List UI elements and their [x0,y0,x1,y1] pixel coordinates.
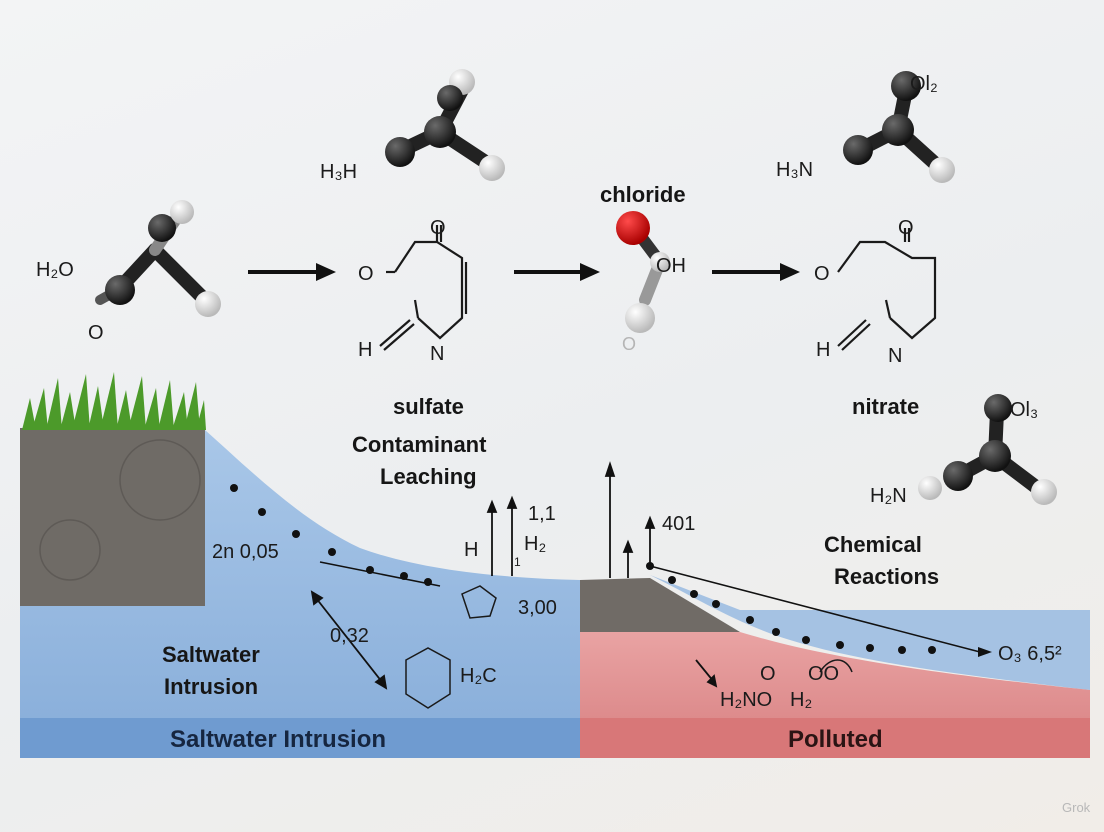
reaction-arrow [248,263,336,281]
carbon-atom [105,275,135,305]
carbon-atom [437,85,463,111]
molecule-label: Ol₂ [910,73,938,95]
atom-label: O [430,217,446,239]
chemical-label: Chemical [824,532,922,557]
molecule-h3h: H₃H [320,69,505,183]
molecule-label: O [622,334,636,354]
atom-label: N [888,345,902,367]
carbon-atom [891,71,921,101]
atom-label: H [816,339,830,361]
molecule-ol2: Ol₂ H₃N [776,71,955,183]
nitrate-label: nitrate [852,394,919,419]
hydrogen-atom [625,303,655,333]
carbon-atom [984,394,1012,422]
reactions-label: Reactions [834,564,939,589]
carbon-atom [148,214,176,242]
carbon-atom [882,114,914,146]
diffusion-arrow [310,590,718,690]
flow-path-left [230,484,441,587]
carbon-atom [843,135,873,165]
saltwater-label: Saltwater [162,642,260,667]
sulfate-label: sulfate [393,394,464,419]
annotation: OO [808,663,839,685]
molecule-label: OH [656,255,686,277]
molecule-label: H₂O [36,259,74,281]
band-saltwater [20,718,580,758]
molecule-label: H₃N [776,159,813,181]
annotation: H₂C [460,665,497,687]
molecule-label: H₂N [870,485,907,507]
intrusion-label: Intrusion [164,674,258,699]
band-polluted-label: Polluted [788,726,883,753]
annotation: 1,1 [528,503,556,525]
flow-path-right [646,562,992,657]
carbon-atom [385,137,415,167]
oxygen-atom [616,211,650,245]
hydrogen-atom [1031,479,1057,505]
leaching-arrows [486,461,656,578]
annotation: O₃ 6,5² [998,643,1062,665]
annotation: H₂NO [720,689,772,711]
band-saltwater-label: Saltwater Intrusion [170,726,386,753]
ring-structure-1: O O H N [358,217,468,365]
band-polluted [580,718,1090,758]
carbon-atom [979,440,1011,472]
engraving-circle [39,519,101,581]
annotation: 0,32 [330,625,369,647]
atom-label: H [358,339,372,361]
hydrogen-atom [195,291,221,317]
watermark: Grok [1062,800,1091,815]
carbon-atom [943,461,973,491]
molecule-h2o: H₂O O [36,200,221,344]
hydrogen-atom [929,157,955,183]
carbon-atom [424,116,456,148]
engraving-circle [119,439,201,521]
atom-label: O [814,263,830,285]
annotation: 3,00 [518,597,557,619]
annotation: 401 [662,513,695,535]
contaminant-label: Contaminant [352,432,487,457]
molecule-label: H₃H [320,161,357,183]
annotation: 1 [514,555,521,569]
hydrogen-atom [918,476,942,500]
annotation: H₂ [790,689,812,711]
grass-tuft [22,372,206,430]
molecule-label: Ol₃ [1010,399,1038,421]
atom-label: O [358,263,374,285]
annotation: H₂ [524,533,546,555]
annotation: 2n 0,05 [212,541,279,563]
reaction-arrow [712,263,800,281]
molecule-chloride: chloride OH O [600,182,686,354]
right-water [650,575,1090,690]
molecule-label: O [88,322,104,344]
hydrogen-atom [479,155,505,181]
hydrogen-atom [170,200,194,224]
ring-structure-2: O O H N [814,217,937,367]
polluted-water [580,632,1090,718]
atom-label: N [430,343,444,365]
reaction-arrow [514,263,600,281]
soil-block-right [580,578,740,632]
annotation: H [464,539,478,561]
chloride-label: chloride [600,182,686,207]
leaching-label: Leaching [380,464,477,489]
soil-block-left [20,428,205,606]
annotation: O [760,663,776,685]
hydrogen-atom [650,252,670,272]
small-ring-sketch [405,585,853,709]
saltwater-body [20,430,580,718]
atom-label: O [898,217,914,239]
molecule-ol3: Ol₃ H₂N [870,394,1057,507]
